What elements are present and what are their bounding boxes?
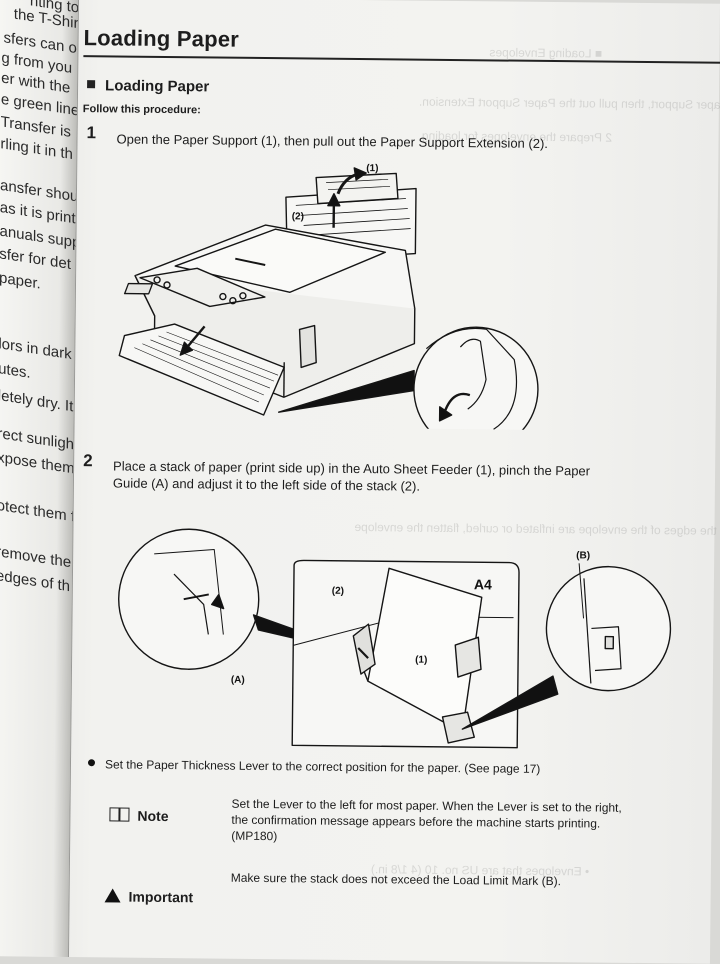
left-page-text: letely dry. It [0, 386, 74, 416]
square-bullet-icon [87, 80, 96, 89]
note-book-icon [109, 807, 130, 822]
important-text: Make sure the stack does not exceed the … [230, 870, 562, 889]
printer-illustration: (1) (2) [118, 163, 539, 431]
procedure-intro: Follow this procedure: [82, 103, 201, 117]
note-line: (MP180) [231, 828, 278, 844]
left-page-text: edges of th [0, 567, 71, 596]
page-title: Loading Paper [83, 25, 240, 52]
left-page-text: rect sunligh [0, 424, 75, 454]
note-text: Set the Lever to the left for most paper… [231, 796, 681, 849]
step-text: Place a stack of paper (print side up) i… [113, 457, 590, 496]
step-number: 2 [83, 451, 93, 471]
left-page-text: sfer for det [0, 245, 72, 274]
paper-loading-illustration: (A) (2) A4 (1) (B) [118, 528, 672, 749]
section-heading: Loading Paper [87, 77, 209, 95]
left-page-text: remove the [0, 542, 72, 572]
bullet-item: Set the Paper Thickness Lever to the cor… [87, 757, 541, 776]
callout-2: (2) [292, 211, 304, 222]
callout-1: (1) [366, 163, 378, 174]
callout-1: (1) [415, 655, 427, 666]
step-text: Open the Paper Support (1), then pull ou… [116, 131, 549, 151]
note-label: Note [109, 807, 169, 825]
bleed-through: 1 Open the Paper Support, then pull out … [418, 94, 720, 113]
left-page-text: utes. [0, 359, 31, 382]
left-page-edge: nting to b the T-Shirt sfers can o g fro… [0, 0, 80, 958]
step-number: 1 [86, 123, 97, 143]
note-label-text: Note [137, 807, 169, 825]
left-page-text: xpose them [0, 448, 75, 478]
warning-icon [104, 888, 121, 903]
bullet-text: Set the Paper Thickness Lever to the cor… [104, 757, 541, 776]
title-divider [83, 55, 720, 64]
left-page-text: lors in dark [0, 335, 72, 364]
important-label-text: Important [128, 888, 194, 906]
bullet-dot-icon [87, 759, 96, 767]
important-label: Important [104, 888, 194, 906]
callout-b: (B) [576, 550, 590, 561]
paper-size-label: A4 [474, 576, 492, 592]
section-heading-label: Loading Paper [104, 77, 210, 96]
callout-a: (A) [231, 675, 245, 686]
left-page-text: paper. [0, 269, 41, 293]
bleed-through: ■ Loading Envelopes [489, 45, 603, 61]
callout-2: (2) [332, 586, 344, 597]
left-page-text: otect them f [0, 496, 76, 526]
